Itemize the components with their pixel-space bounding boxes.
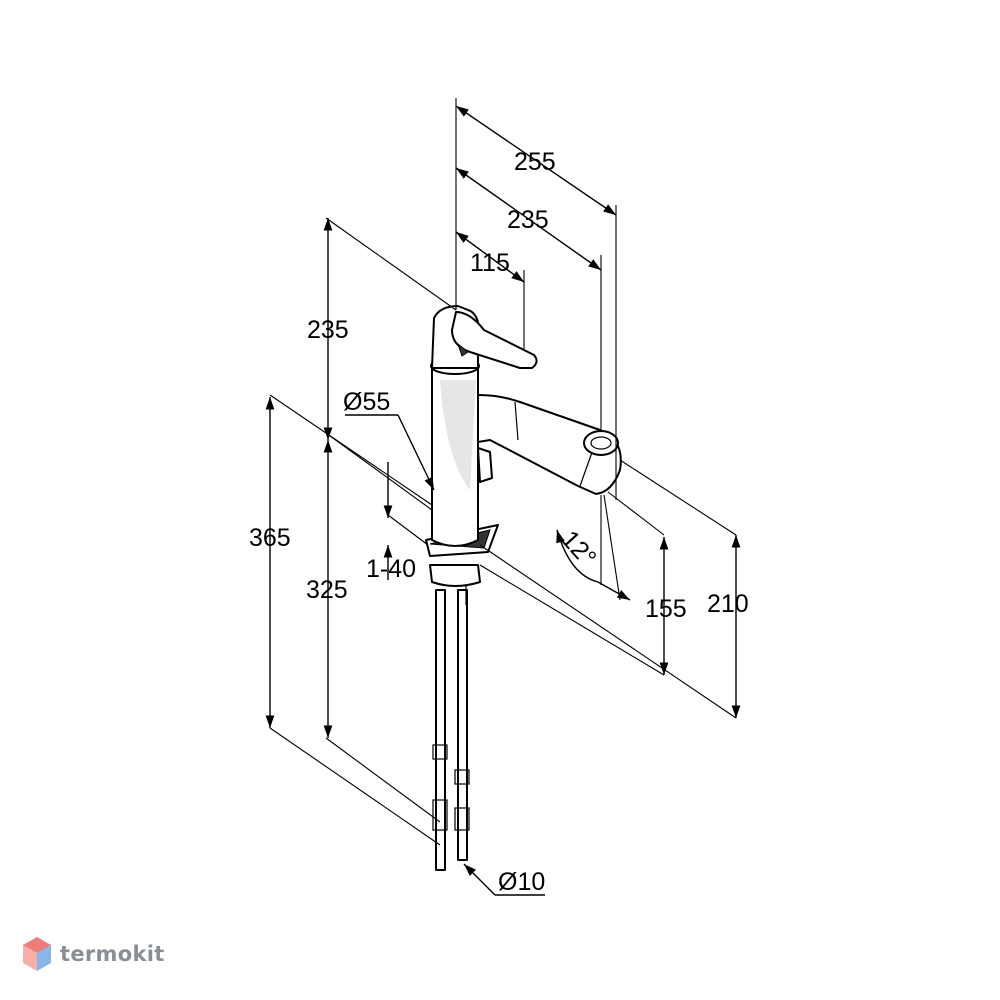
dim-arc-12 bbox=[556, 529, 599, 583]
lever-indicator bbox=[456, 342, 469, 357]
label-handle-length: 115 bbox=[470, 249, 510, 277]
label-spout-length: 235 bbox=[507, 206, 549, 234]
dim-arc-12-end bbox=[597, 581, 631, 601]
label-outlet-height: 210 bbox=[707, 590, 749, 618]
watermark-text: termokit bbox=[60, 942, 165, 966]
fixing-nut bbox=[429, 564, 481, 587]
termokit-cube-icon bbox=[23, 937, 51, 971]
supply-hoses bbox=[432, 580, 470, 871]
label-deck-thickness: 1-40 bbox=[366, 555, 416, 583]
hose-connector-right bbox=[454, 807, 470, 831]
label-body-height: 235 bbox=[307, 316, 349, 344]
label-hose-diameter: Ø10 bbox=[498, 868, 545, 896]
spout-outlet-top bbox=[583, 430, 619, 456]
hose-clip-left bbox=[432, 744, 448, 760]
dim-line-235-top bbox=[455, 167, 602, 271]
label-body-diameter: Ø55 bbox=[343, 388, 390, 416]
spout-clip bbox=[477, 447, 493, 483]
watermark-logo: termokit bbox=[22, 934, 165, 974]
column-highlight bbox=[440, 380, 476, 490]
dimension-labels: 255 235 115 235 Ø55 365 1-40 325 12° 155… bbox=[249, 148, 749, 896]
faucet bbox=[425, 305, 622, 871]
label-tilt-angle: 12° bbox=[556, 525, 602, 572]
leader-10 bbox=[463, 863, 496, 896]
label-top-length: 255 bbox=[514, 148, 556, 176]
hose-clip-right bbox=[454, 769, 470, 785]
label-total-height: 365 bbox=[249, 524, 291, 552]
extension-lines bbox=[269, 98, 737, 846]
label-spout-height: 155 bbox=[645, 595, 687, 623]
hose-connector-left bbox=[432, 799, 448, 831]
dim-line-115 bbox=[455, 231, 525, 283]
pull-out-spout bbox=[477, 394, 622, 495]
dimension-lines bbox=[265, 105, 741, 896]
mixer-lever bbox=[451, 311, 538, 369]
leader-55 bbox=[397, 414, 435, 491]
label-lower-height: 325 bbox=[306, 576, 348, 604]
spout-outlet-inner bbox=[590, 436, 612, 450]
hose-right bbox=[457, 589, 468, 861]
hose-left bbox=[435, 589, 446, 871]
